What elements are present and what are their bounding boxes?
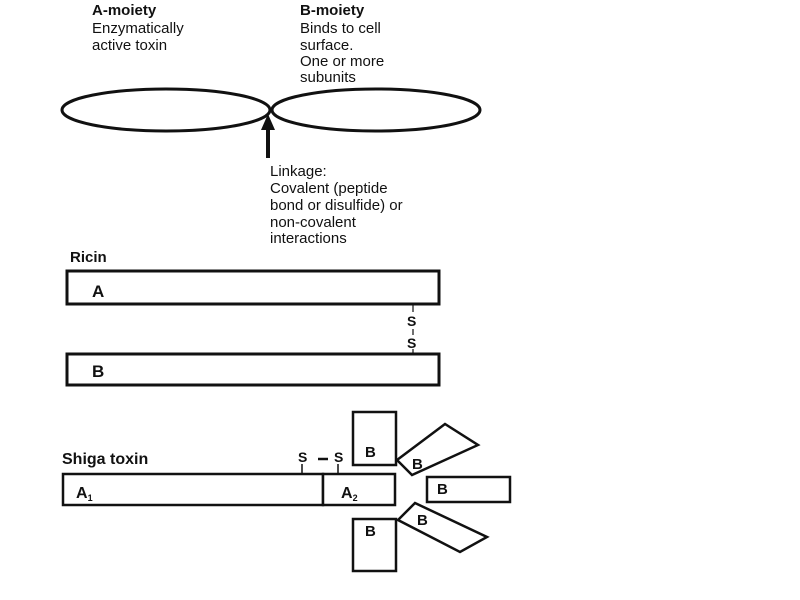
a-moiety-label-group: A-moiety Enzymatically active toxin [92,2,184,54]
linkage-line-5: interactions [270,230,347,247]
shiga-a1-fragment [61,472,325,507]
linkage-line-4: non-covalent [270,214,357,231]
b-moiety-desc-line-1: Binds to cell [300,20,381,37]
svg-text:B: B [437,481,448,498]
linkage-line-1: Linkage: [270,163,327,180]
a-moiety-desc-line-2: active toxin [92,37,167,54]
svg-text:B: B [412,456,423,473]
svg-text:B: B [365,444,376,461]
ricin-disulfide-bond: S S [407,305,416,354]
shiga-title: Shiga toxin [62,451,148,468]
shiga-b-subunit-3: B [425,475,512,504]
b-moiety-desc-line-3: One or more [300,53,384,70]
shiga-a2-fragment [321,472,397,507]
shiga-disulfide-s-left: S [298,449,307,465]
shiga-a2-label: A2 [341,485,358,503]
shiga-b-subunit-5: B [351,517,398,573]
a-moiety-desc-line-1: Enzymatically [92,20,184,37]
a-moiety-title: A-moiety [92,2,157,19]
b-moiety-title: B-moiety [300,2,365,19]
shiga-disulfide-bond: S S [298,449,343,474]
linkage-arrow [261,114,275,158]
linkage-label-group: Linkage: Covalent (peptide bond or disul… [270,163,403,247]
ricin-chain-b [65,352,441,387]
ricin-chain-b-label: B [92,362,104,381]
shiga-b-subunit-1: B [351,410,398,467]
ricin-disulfide-s1: S [407,313,416,329]
ricin-title: Ricin [70,249,107,266]
svg-text:B: B [417,512,428,529]
shiga-b-pentamer: B B B B B [351,410,512,573]
ricin-disulfide-s2: S [407,335,416,351]
a-moiety-shape [60,87,272,133]
shiga-b-subunit-4: B [395,501,490,554]
shiga-disulfide-s-right: S [334,449,343,465]
b-moiety-desc-line-4: subunits [300,69,356,86]
ricin-chain-a-label: A [92,282,104,301]
svg-text:B: B [365,523,376,540]
shiga-b-subunit-2: B [395,422,481,477]
b-moiety-label-group: B-moiety Binds to cell surface. One or m… [300,2,384,86]
linkage-line-2: Covalent (peptide [270,180,388,197]
b-moiety-shape [270,87,482,133]
ricin-chain-a [65,269,441,306]
shiga-a1-label: A1 [76,485,93,503]
linkage-line-3: bond or disulfide) or [270,197,403,214]
b-moiety-desc-line-2: surface. [300,37,353,54]
